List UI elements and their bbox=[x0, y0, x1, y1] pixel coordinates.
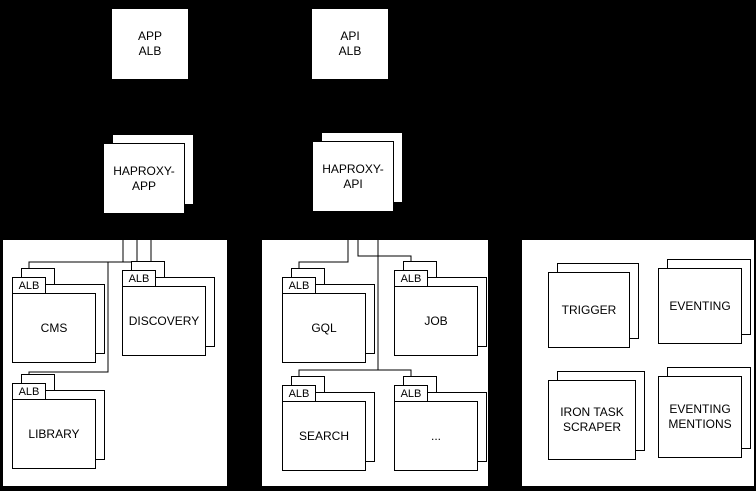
haproxy-api-label: HAPROXY- API bbox=[312, 141, 394, 212]
service-node-gql: ALB GQL bbox=[282, 268, 375, 372]
service-name: TRIGGER bbox=[548, 272, 630, 348]
node-app-alb: APP ALB bbox=[111, 8, 189, 80]
service-node-cms: ALB CMS bbox=[12, 268, 105, 372]
service-name: DISCOVERY bbox=[122, 286, 206, 356]
alb-tab-label: ALB bbox=[282, 385, 316, 402]
service-node-job: ALB JOB bbox=[394, 261, 487, 365]
service-node-eventing: EVENTING bbox=[658, 259, 751, 344]
node-haproxy-api: HAPROXY- API bbox=[312, 132, 403, 212]
service-name: EVENTING bbox=[658, 268, 742, 344]
alb-tab-label: ALB bbox=[12, 277, 46, 294]
service-name: LIBRARY bbox=[12, 399, 96, 469]
alb-tab-label: ALB bbox=[122, 270, 156, 287]
service-name: GQL bbox=[282, 293, 366, 363]
service-name: CMS bbox=[12, 293, 96, 363]
alb-tab-label: ALB bbox=[282, 277, 316, 294]
service-node-eventing-mentions: EVENTING MENTIONS bbox=[658, 367, 751, 458]
service-node-library: ALB LIBRARY bbox=[12, 374, 105, 478]
service-name: EVENTING MENTIONS bbox=[658, 376, 742, 458]
alb-tab-label: ALB bbox=[394, 385, 428, 402]
alb-tab-label: ALB bbox=[394, 270, 428, 287]
node-haproxy-app: HAPROXY- APP bbox=[103, 134, 194, 214]
haproxy-app-label: HAPROXY- APP bbox=[103, 143, 185, 214]
service-node-search: ALB SEARCH bbox=[282, 376, 375, 480]
panel-app-services: ALB CMS ALB DISCOVERY ALB LIBRARY bbox=[2, 239, 228, 487]
service-node-discovery: ALB DISCOVERY bbox=[122, 261, 215, 365]
service-name: IRON TASK SCRAPER bbox=[548, 380, 636, 460]
service-name: JOB bbox=[394, 286, 478, 356]
service-name: SEARCH bbox=[282, 401, 366, 471]
service-node-ellipsis: ALB ... bbox=[394, 376, 487, 480]
node-api-alb: API ALB bbox=[311, 8, 389, 80]
panel-api-services: ALB GQL ALB JOB ALB SEARCH ALB ... bbox=[261, 239, 489, 487]
alb-tab-label: ALB bbox=[12, 383, 46, 400]
panel-worker-services: TRIGGER EVENTING IRON TASK SCRAPER EVENT… bbox=[521, 239, 755, 487]
service-name: ... bbox=[394, 401, 478, 471]
service-node-trigger: TRIGGER bbox=[548, 263, 639, 348]
service-node-iron-task-scraper: IRON TASK SCRAPER bbox=[548, 371, 645, 460]
